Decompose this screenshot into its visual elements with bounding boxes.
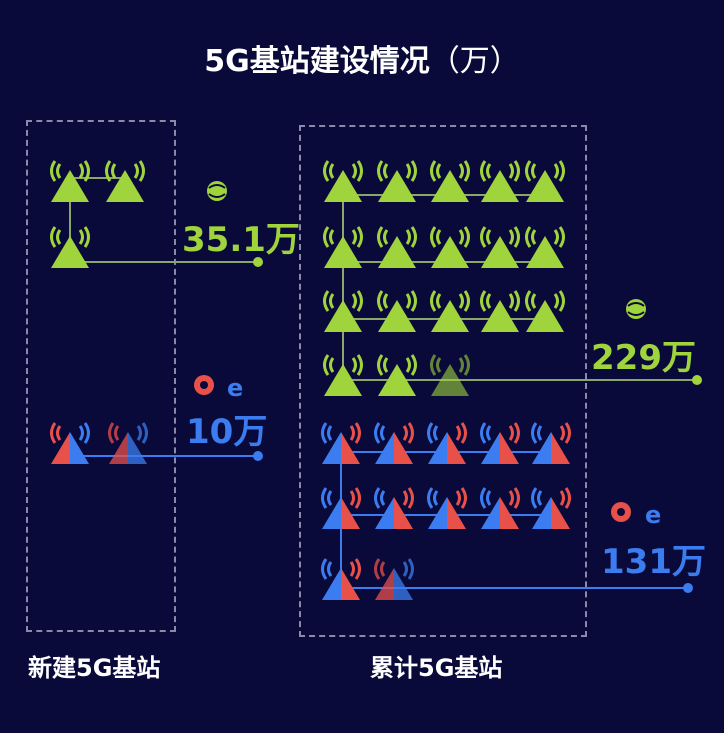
total-ut-group <box>320 421 693 602</box>
new-ut-group <box>49 421 263 466</box>
svg-text:e: e <box>227 374 243 402</box>
china-unicom-logo-icon <box>194 375 214 395</box>
caption-new: 新建5G基站 <box>28 654 161 682</box>
title-unit: （万） <box>429 44 520 79</box>
new-mobile-group <box>49 159 263 270</box>
new-stations-box <box>26 120 176 632</box>
china-mobile-logo-icon-2 <box>626 299 646 319</box>
svg-text:e: e <box>645 501 661 529</box>
china-mobile-logo-icon <box>207 181 227 201</box>
total-ut-value: 131万 <box>601 542 706 582</box>
caption-total: 累计5G基站 <box>370 654 503 682</box>
china-telecom-logo-icon-2: e <box>645 501 661 529</box>
total-mobile-group <box>322 159 702 398</box>
china-unicom-logo-icon-2 <box>611 502 631 522</box>
title-text: 5G基站建设情况 <box>204 44 430 79</box>
new-mobile-value: 35.1万 <box>182 220 300 260</box>
new-ut-value: 10万 <box>186 412 268 452</box>
total-mobile-value: 229万 <box>591 338 696 378</box>
china-telecom-logo-icon: e <box>227 374 243 402</box>
chart-title: 5G基站建设情况（万） <box>0 36 724 80</box>
